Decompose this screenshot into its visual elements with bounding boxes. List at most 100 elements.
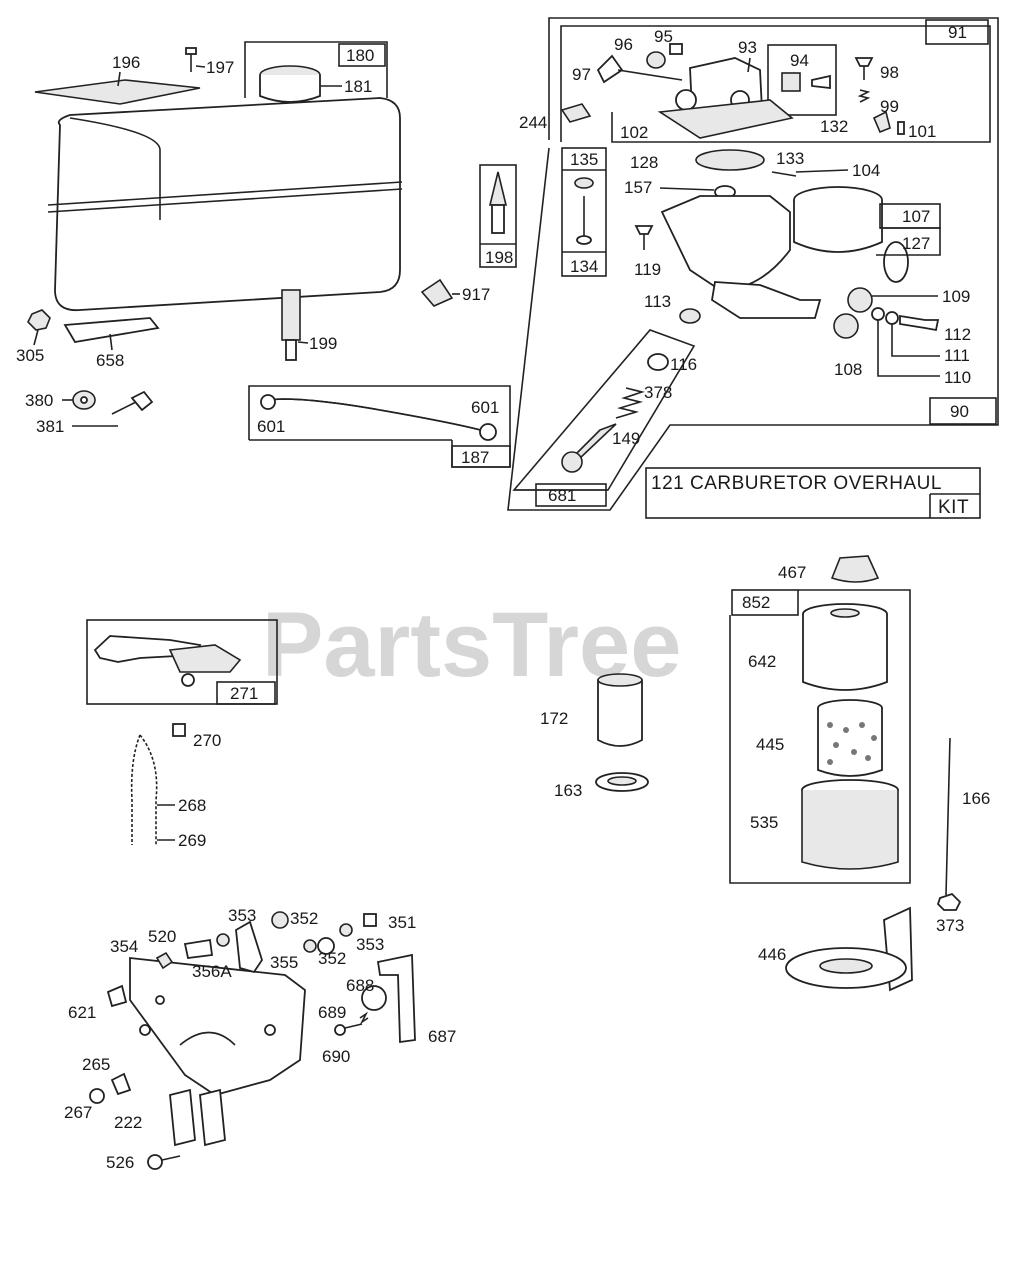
part-label-642: 642 <box>748 652 776 671</box>
hose-clamp-left <box>260 394 276 410</box>
part-94-b <box>811 74 831 90</box>
part-label-467: 467 <box>778 563 806 582</box>
throttle-bracket <box>168 644 242 673</box>
cartridge-hole <box>859 722 865 728</box>
part-label-687: 687 <box>428 1027 456 1046</box>
part-label-244: 244 <box>519 113 547 132</box>
lever-687 <box>376 953 416 1044</box>
base-446-hole <box>819 958 873 974</box>
part-label-535: 535 <box>750 813 778 832</box>
part-label-102: 102 <box>620 123 648 142</box>
nut-354 <box>155 951 174 970</box>
clip-265 <box>110 1072 132 1096</box>
part-label-268: 268 <box>178 796 206 815</box>
part-101 <box>897 121 905 135</box>
needle-198-body <box>491 204 505 234</box>
clip-917 <box>420 278 454 307</box>
box-271-tag <box>216 681 276 705</box>
screw-98 <box>854 57 874 67</box>
fuel-line-fitting <box>285 339 297 361</box>
fuel-hose <box>265 398 489 433</box>
carb-throat <box>793 200 883 253</box>
throttle-bolt <box>181 673 195 687</box>
fuel-tank-group: 180 <box>27 41 454 415</box>
box-label-681: 681 <box>548 486 576 505</box>
part-label-116: 116 <box>670 355 697 374</box>
part-label-446: 446 <box>758 945 786 964</box>
part-label-132: 132 <box>820 117 848 136</box>
box-198 <box>479 164 517 268</box>
part-label-93: 93 <box>738 38 757 57</box>
choke-shaft <box>617 69 683 81</box>
part-label-352-b: 352 <box>318 949 346 968</box>
box-187-tag <box>451 445 511 468</box>
cap-467 <box>830 555 880 583</box>
box-91-tag <box>925 19 989 45</box>
leader-305 <box>33 329 39 346</box>
cartridge-hole <box>833 742 839 748</box>
part-label-917: 917 <box>462 285 490 304</box>
part-label-688: 688 <box>346 976 374 995</box>
box-180-tag <box>338 43 386 67</box>
leader-93 <box>747 57 751 73</box>
washer-111 <box>885 311 899 325</box>
cartridge-hole <box>851 749 857 755</box>
carburetor-group: 90 91 94 135 134 <box>507 17 999 519</box>
cable-268 <box>130 734 141 845</box>
box-681-tag <box>535 483 607 507</box>
leader-196 <box>117 71 121 87</box>
box-label-91: 91 <box>948 23 967 42</box>
bolt-381-shank <box>111 401 137 415</box>
box-271 <box>86 619 278 705</box>
part-label-267: 267 <box>64 1103 92 1122</box>
kit-label-line2: KIT <box>938 497 969 518</box>
box-852-outline <box>729 589 911 884</box>
part-label-378: 378 <box>644 383 672 402</box>
tank-seam-2 <box>47 188 403 213</box>
part-label-269: 269 <box>178 831 206 850</box>
clip-621 <box>106 984 128 1008</box>
nut-373 <box>936 892 962 911</box>
box-label-271: 271 <box>230 684 258 703</box>
washer-110 <box>871 307 885 321</box>
part-label-381: 381 <box>36 417 64 436</box>
part-label-113: 113 <box>644 292 671 311</box>
screw-197 <box>185 47 197 55</box>
cartridge-hole <box>827 722 833 728</box>
bolt-381-head <box>130 390 154 412</box>
part-116 <box>647 353 669 371</box>
part-label-104: 104 <box>852 161 880 180</box>
box-852-tag <box>731 589 799 616</box>
part-label-128: 128 <box>630 153 658 172</box>
kit-box <box>645 467 981 519</box>
part-label-352-a: 352 <box>290 909 318 928</box>
part-label-99: 99 <box>880 97 899 116</box>
washer-352-b <box>317 937 335 955</box>
box-label-90: 90 <box>950 402 969 421</box>
part-label-373: 373 <box>936 916 964 935</box>
cartridge-hole <box>865 755 871 761</box>
spring-378 <box>615 387 645 419</box>
part-label-353-a: 353 <box>228 906 256 925</box>
box-681-outline <box>512 329 696 491</box>
lever-109 <box>847 287 873 313</box>
box-label-198: 198 <box>485 248 513 267</box>
washer-353-a <box>216 933 230 947</box>
screw-95 <box>669 43 683 55</box>
cartridge-hole <box>871 735 877 741</box>
screw-690 <box>334 1024 346 1036</box>
pin-133 <box>771 171 797 177</box>
cartridge-hole <box>843 727 849 733</box>
part-label-380: 380 <box>25 391 53 410</box>
screw-119 <box>634 225 654 235</box>
gasket-128 <box>695 149 765 171</box>
carburetor-bowl <box>660 195 791 291</box>
leader-199 <box>297 341 309 344</box>
tank-pad <box>34 79 201 105</box>
carb-port <box>675 89 697 111</box>
leader-157 <box>659 187 715 191</box>
part-label-119: 119 <box>634 260 661 279</box>
screw-526 <box>147 1154 163 1170</box>
part-label-621: 621 <box>68 1003 96 1022</box>
